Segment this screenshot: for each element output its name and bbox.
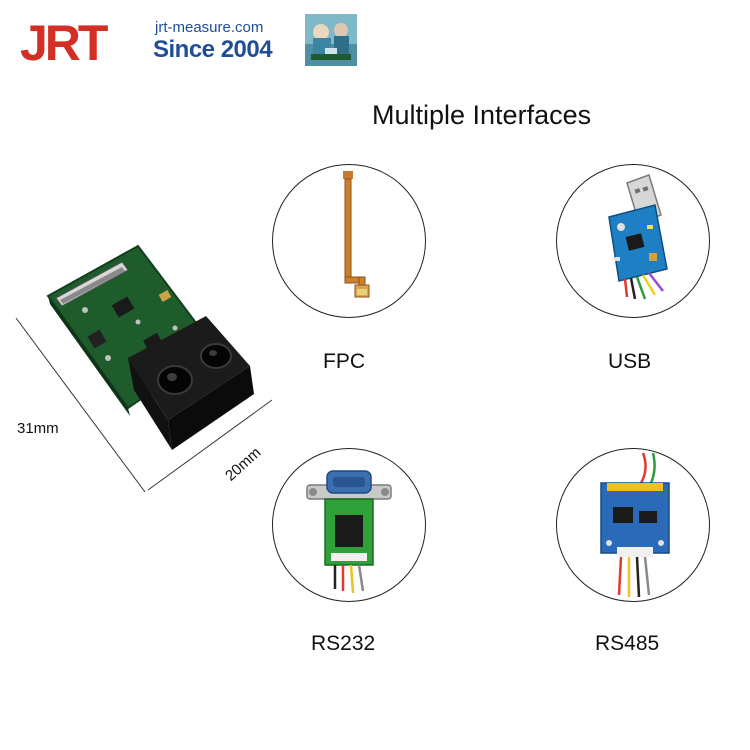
fpc-cable-icon xyxy=(343,171,370,298)
interface-label-fpc: FPC xyxy=(323,350,365,373)
dimension-line-length xyxy=(15,317,146,493)
lab-photo-icon xyxy=(305,14,357,66)
dimension-line-width xyxy=(147,399,273,491)
interface-fpc-image xyxy=(272,164,426,318)
svg-text:JRT: JRT xyxy=(20,18,108,64)
jrt-logo: JRT xyxy=(20,18,111,64)
rs232-board-icon xyxy=(306,470,392,594)
interface-rs485-image xyxy=(556,448,710,602)
optics-housing xyxy=(128,316,250,420)
emitter-lens xyxy=(200,343,232,369)
rs485-board-icon xyxy=(600,452,670,598)
dimension-length-label: 31mm xyxy=(17,420,59,437)
laser-module-image xyxy=(15,244,273,493)
logo-since-year: Since 2004 xyxy=(153,36,273,63)
interface-label-rs485: RS485 xyxy=(595,632,660,655)
logo-website: jrt-measure.com xyxy=(155,19,264,36)
interface-usb-image xyxy=(556,164,710,318)
page-headline: Multiple Interfaces xyxy=(372,100,592,130)
interface-label-usb: USB xyxy=(608,350,652,373)
interface-label-rs232: RS232 xyxy=(311,632,376,655)
interface-rs232-image xyxy=(272,448,426,602)
usb-board-icon xyxy=(608,174,668,300)
